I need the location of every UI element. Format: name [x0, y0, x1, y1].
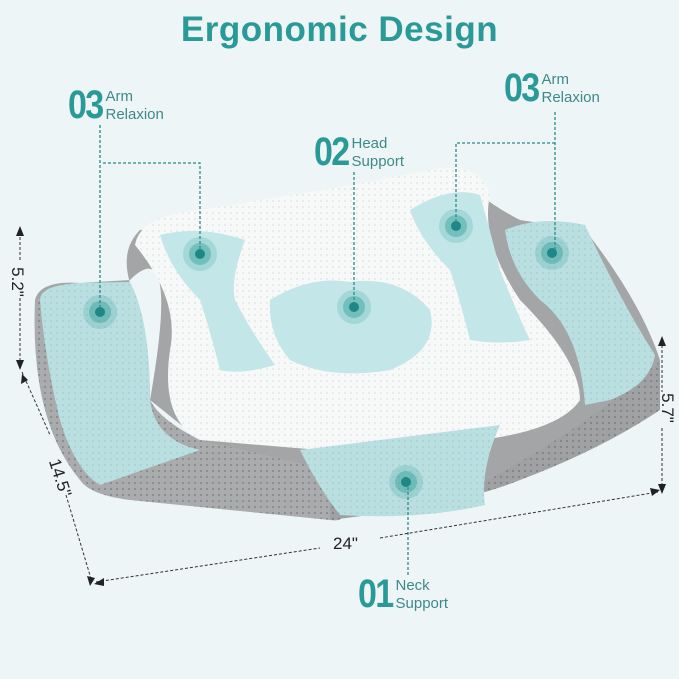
feature-number: 02 — [314, 130, 350, 174]
feature-number: 03 — [504, 66, 540, 110]
dimension-height-right: 5.7" — [657, 393, 677, 423]
dimension-width: 24" — [333, 534, 358, 553]
feature-number: 01 — [358, 572, 394, 616]
page-title: Ergonomic Design — [180, 10, 499, 49]
dimension-height-left: 5.2" — [7, 267, 27, 297]
target-markers — [83, 209, 569, 499]
feature-number: 03 — [68, 83, 104, 127]
